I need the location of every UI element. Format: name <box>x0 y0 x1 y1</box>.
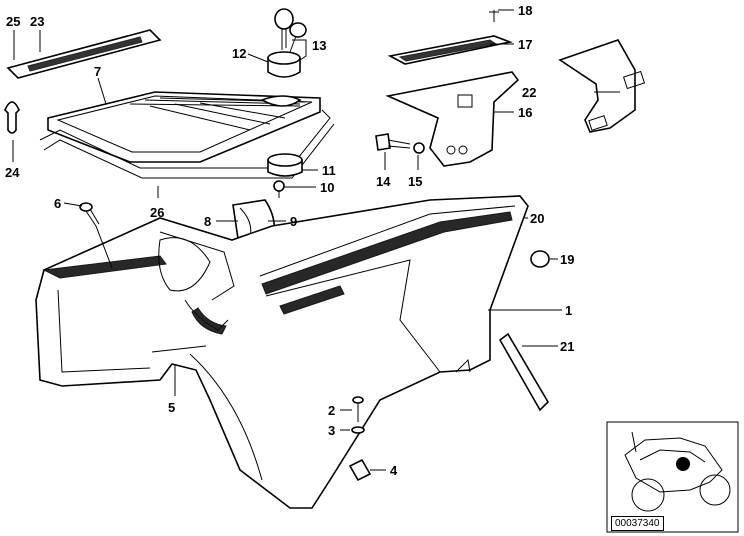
label-2: 2 <box>328 403 335 418</box>
part-labels: 25 23 7 24 12 13 11 10 26 6 8 9 18 17 22… <box>5 3 574 478</box>
label-13: 13 <box>312 38 326 53</box>
bracket-plate-part <box>387 10 513 65</box>
leader-lines <box>12 9 620 471</box>
plug-19-part <box>530 250 550 268</box>
label-19: 19 <box>560 252 574 267</box>
label-24: 24 <box>5 165 20 180</box>
label-20: 20 <box>530 211 544 226</box>
lock-parts <box>260 8 307 107</box>
label-22: 22 <box>522 85 536 100</box>
label-15: 15 <box>408 174 422 189</box>
label-5: 5 <box>168 400 175 415</box>
label-26: 26 <box>150 205 164 220</box>
label-12: 12 <box>232 46 246 61</box>
label-17: 17 <box>518 37 532 52</box>
bolt-washer-parts <box>375 133 425 154</box>
gasket-part <box>39 109 335 179</box>
label-8: 8 <box>204 214 211 229</box>
cover-22-part <box>558 39 646 133</box>
screw-washer-clip-parts <box>348 396 372 482</box>
label-9: 9 <box>290 214 297 229</box>
label-1: 1 <box>565 303 572 318</box>
label-6: 6 <box>54 196 61 211</box>
label-16: 16 <box>518 105 532 120</box>
strip-21-part <box>498 332 550 412</box>
label-11: 11 <box>322 163 336 178</box>
diagram-reference-code: 00037340 <box>611 516 664 531</box>
bracket-16-part <box>385 71 520 167</box>
label-23: 23 <box>30 14 44 29</box>
label-7: 7 <box>94 64 101 79</box>
location-marker <box>676 457 690 471</box>
screw-6-part <box>79 202 100 227</box>
label-18: 18 <box>518 3 532 18</box>
label-25: 25 <box>6 14 20 29</box>
motorcycle-inset <box>606 421 739 533</box>
bushing-screw-parts <box>267 153 303 198</box>
main-compartment-part <box>35 195 529 509</box>
label-14: 14 <box>376 174 391 189</box>
label-3: 3 <box>328 423 335 438</box>
rivet-part <box>4 101 20 134</box>
label-4: 4 <box>390 463 398 478</box>
label-10: 10 <box>320 180 334 195</box>
strap-part <box>6 29 162 79</box>
label-21: 21 <box>560 339 574 354</box>
